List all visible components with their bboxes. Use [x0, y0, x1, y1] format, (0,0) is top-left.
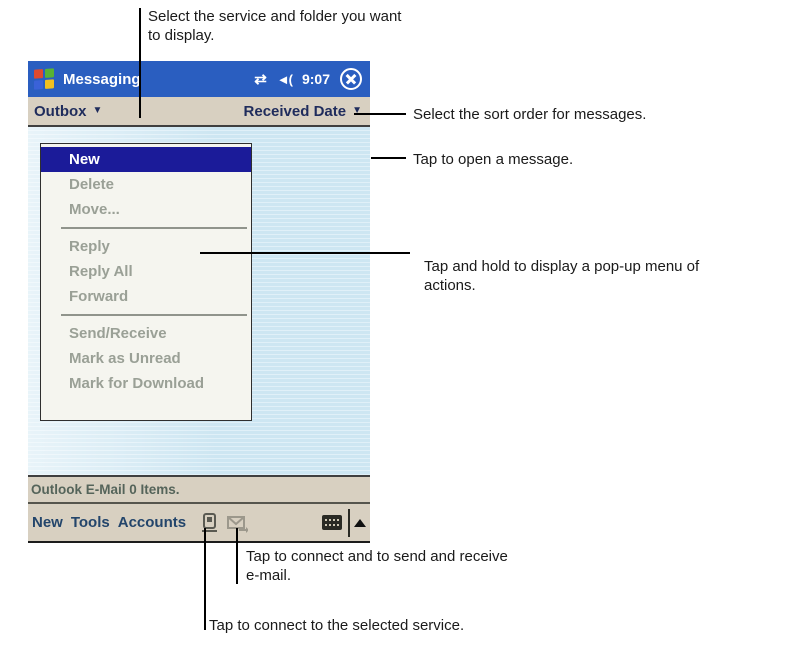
callout-line-sort-order	[354, 113, 406, 115]
menu-separator	[61, 314, 247, 316]
menu-separator	[61, 227, 247, 229]
sort-dropdown-label: Received Date	[243, 102, 347, 120]
annotation-service-folder: Select the service and folder you want t…	[148, 7, 401, 45]
menu-item-move[interactable]: Move...	[69, 201, 120, 218]
title-bar: Messaging ⇄ ◄( 9:07	[28, 61, 370, 97]
folder-dropdown-label: Outbox	[34, 102, 87, 120]
popup-menu: New Delete Move... Reply Reply All Forwa…	[40, 143, 252, 421]
callout-line-open-message	[371, 157, 406, 159]
close-icon[interactable]	[340, 68, 362, 90]
annotation-sort-order: Select the sort order for messages.	[413, 106, 647, 123]
speaker-icon: ◄(	[276, 71, 293, 87]
keyboard-icon[interactable]	[322, 515, 342, 530]
menu-item-new[interactable]: New	[41, 147, 251, 172]
menu-item-mark-unread[interactable]: Mark as Unread	[69, 350, 181, 367]
start-flag-icon[interactable]	[34, 68, 54, 90]
menu-bar: Outbox ▼ Received Date ▼	[28, 97, 370, 127]
chevron-down-icon: ▼	[92, 104, 103, 116]
menu-item-forward[interactable]: Forward	[69, 288, 129, 305]
callout-line-tap-hold	[200, 252, 410, 254]
callout-line-service-folder	[139, 8, 141, 118]
status-bar: Outlook E-Mail 0 Items.	[28, 475, 370, 502]
commandbar-divider	[348, 508, 350, 537]
menu-item-reply[interactable]: Reply	[69, 238, 110, 255]
annotation-line: e-mail.	[246, 567, 292, 584]
menu-item-delete[interactable]: Delete	[69, 176, 115, 193]
command-bar: New Tools Accounts	[28, 502, 370, 543]
annotation-connect-service: Tap to connect to the selected service.	[209, 617, 465, 634]
clock-time: 9:07	[301, 71, 330, 87]
status-text: Outlook E-Mail 0 Items.	[31, 482, 180, 497]
chevron-down-icon: ▼	[352, 104, 362, 116]
callout-line-send-receive	[236, 528, 238, 584]
annotation-line: actions.	[424, 277, 476, 294]
annotation-tap-hold: Tap and hold to display a pop-up menu of…	[424, 257, 699, 295]
sync-arrows-icon: ⇄	[254, 71, 267, 88]
sort-dropdown[interactable]: Received Date ▼	[244, 103, 362, 120]
callout-line-connect-service	[204, 528, 206, 630]
annotation-line: Tap and hold to display a pop-up menu of	[424, 258, 700, 275]
menu-item-reply-all[interactable]: Reply All	[69, 263, 133, 280]
pocket-pc-screenshot: Messaging ⇄ ◄( 9:07 Outbox ▼ Received Da…	[28, 61, 370, 543]
message-list[interactable]: New Delete Move... Reply Reply All Forwa…	[28, 127, 370, 475]
commandbar-menu-accounts[interactable]: Accounts	[117, 514, 187, 531]
annotation-line: Tap to connect and to send and receive	[246, 548, 508, 565]
app-title: Messaging	[63, 70, 141, 88]
commandbar-menu-tools[interactable]: Tools	[70, 514, 110, 531]
menu-item-mark-download[interactable]: Mark for Download	[69, 375, 205, 392]
annotation-open-message: Tap to open a message.	[413, 151, 574, 168]
send-receive-mail-icon[interactable]	[226, 512, 250, 534]
folder-dropdown[interactable]: Outbox ▼	[34, 103, 102, 120]
annotation-line: to display.	[148, 27, 215, 44]
input-panel-arrow-icon[interactable]	[354, 518, 366, 527]
annotation-send-receive: Tap to connect and to send and receive e…	[246, 547, 508, 585]
annotation-line: Select the service and folder you want	[148, 8, 402, 25]
menu-item-send-receive[interactable]: Send/Receive	[69, 325, 167, 342]
commandbar-menu-new[interactable]: New	[32, 514, 63, 531]
